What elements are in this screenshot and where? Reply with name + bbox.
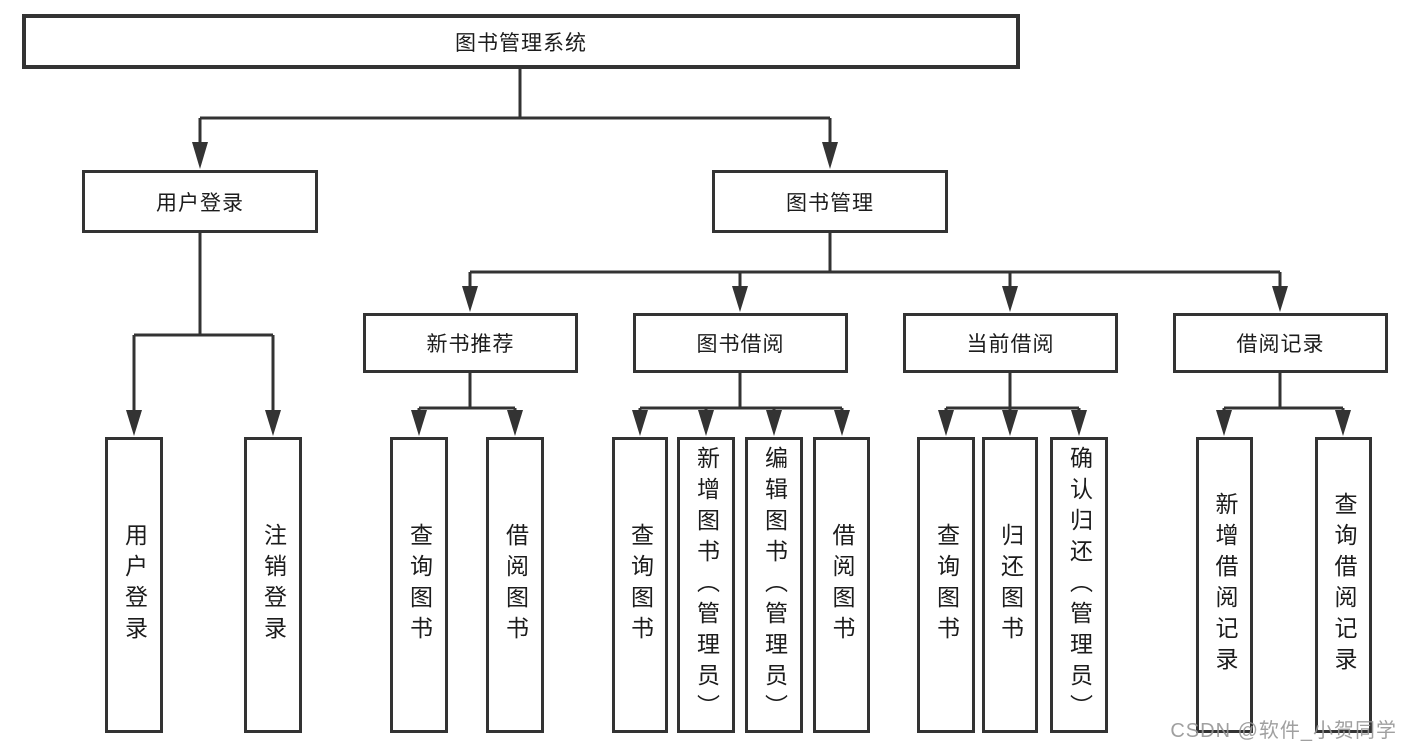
node-label: 图书管理	[786, 191, 874, 215]
leaf-logout: 注销登录	[244, 437, 302, 733]
leaf-return-books: 归还图书	[982, 437, 1038, 733]
leaf-user-login: 用户登录	[105, 437, 163, 733]
leaf-label: 确认归还（管理员）	[1066, 445, 1093, 725]
leaf-label: 查询图书	[627, 523, 654, 647]
node-user-login: 用户登录	[82, 170, 318, 233]
arrowheads	[126, 142, 1351, 436]
leaf-label: 用户登录	[121, 523, 148, 647]
node-book-management: 图书管理	[712, 170, 948, 233]
leaf-borrow-books-2: 借阅图书	[813, 437, 870, 733]
leaf-add-books-admin: 新增图书（管理员）	[677, 437, 735, 733]
leaf-label: 归还图书	[997, 523, 1024, 647]
node-label: 用户登录	[156, 191, 244, 215]
node-label: 新书推荐	[426, 333, 515, 356]
leaf-query-books-1: 查询图书	[390, 437, 448, 733]
leaf-label: 借阅图书	[829, 523, 855, 647]
leaf-label: 借阅图书	[502, 523, 529, 647]
leaf-edit-books-admin: 编辑图书（管理员）	[745, 437, 803, 733]
csdn-watermark: CSDN @软件_小贺同学	[1170, 720, 1397, 742]
node-borrow-records: 借阅记录	[1173, 313, 1388, 373]
leaf-label: 查询借阅记录	[1331, 492, 1357, 678]
node-label: 图书管理系统	[455, 31, 587, 55]
leaf-label: 新增借阅记录	[1212, 492, 1238, 678]
node-label: 当前借阅	[966, 333, 1055, 356]
leaf-add-borrow-record: 新增借阅记录	[1196, 437, 1253, 733]
node-book-borrow: 图书借阅	[633, 313, 848, 373]
leaf-label: 新增图书（管理员）	[693, 445, 720, 725]
leaf-label: 编辑图书（管理员）	[761, 445, 788, 725]
node-current-borrow: 当前借阅	[903, 313, 1118, 373]
node-label: 图书借阅	[696, 333, 785, 356]
leaf-label: 注销登录	[260, 523, 287, 647]
node-label: 借阅记录	[1236, 333, 1325, 356]
leaf-label: 查询图书	[406, 523, 433, 647]
leaf-query-borrow-record: 查询借阅记录	[1315, 437, 1372, 733]
node-root-library-system: 图书管理系统	[22, 14, 1020, 69]
leaf-query-books-2: 查询图书	[612, 437, 668, 733]
leaf-label: 查询图书	[933, 523, 960, 647]
node-new-book-recommend: 新书推荐	[363, 313, 578, 373]
leaf-borrow-books-1: 借阅图书	[486, 437, 544, 733]
leaf-query-books-3: 查询图书	[917, 437, 975, 733]
leaf-confirm-return-admin: 确认归还（管理员）	[1050, 437, 1108, 733]
